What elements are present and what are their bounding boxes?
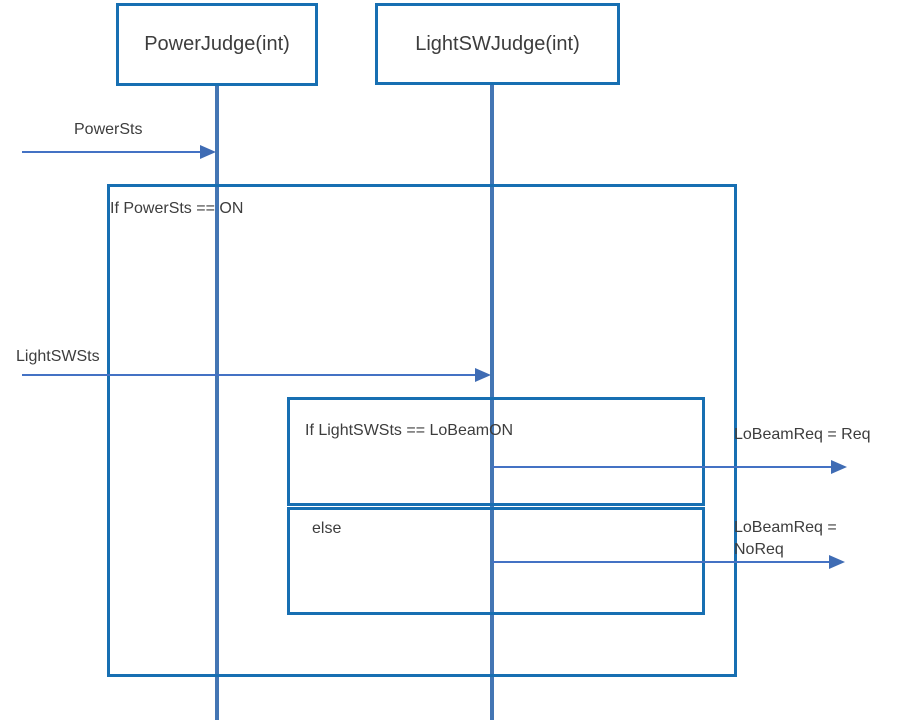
- message-arrow-lobeamreq-noreq: [492, 561, 830, 563]
- fragment-condition-label: If LightSWSts == LoBeamON: [305, 422, 514, 439]
- lifeline-lightswjudge: [490, 84, 494, 720]
- arrowhead-icon: [829, 555, 845, 569]
- participant-box-powerjudge: PowerJudge(int): [116, 3, 318, 86]
- message-label-line1: LoBeamReq =: [734, 519, 837, 536]
- fragment-if-powersts-on: [107, 184, 737, 677]
- message-label-lobeamreq-req: LoBeamReq = Req: [734, 426, 871, 443]
- message-label-powersts: PowerSts: [74, 121, 143, 138]
- lifeline-powerjudge: [215, 85, 219, 720]
- participant-label-lightswjudge: LightSWJudge(int): [415, 32, 580, 55]
- message-arrow-powersts: [22, 151, 202, 153]
- message-label-line2: NoReq: [734, 541, 784, 558]
- participant-label-powerjudge: PowerJudge(int): [144, 33, 290, 55]
- arrowhead-icon: [475, 368, 491, 382]
- message-label-lightswsts: LightSWSts: [16, 348, 100, 365]
- message-arrow-lightswsts: [22, 374, 477, 376]
- fragment-if-lightswsts-lobeamon: [287, 397, 705, 506]
- message-label-lobeamreq-noreq: LoBeamReq = NoReq: [734, 517, 837, 561]
- arrowhead-icon: [831, 460, 847, 474]
- participant-box-lightswjudge: LightSWJudge(int): [375, 3, 620, 85]
- fragment-condition-label: If PowerSts == ON: [110, 200, 244, 217]
- arrowhead-icon: [200, 145, 216, 159]
- message-arrow-lobeamreq-req: [492, 466, 832, 468]
- fragment-else-label: else: [312, 520, 342, 537]
